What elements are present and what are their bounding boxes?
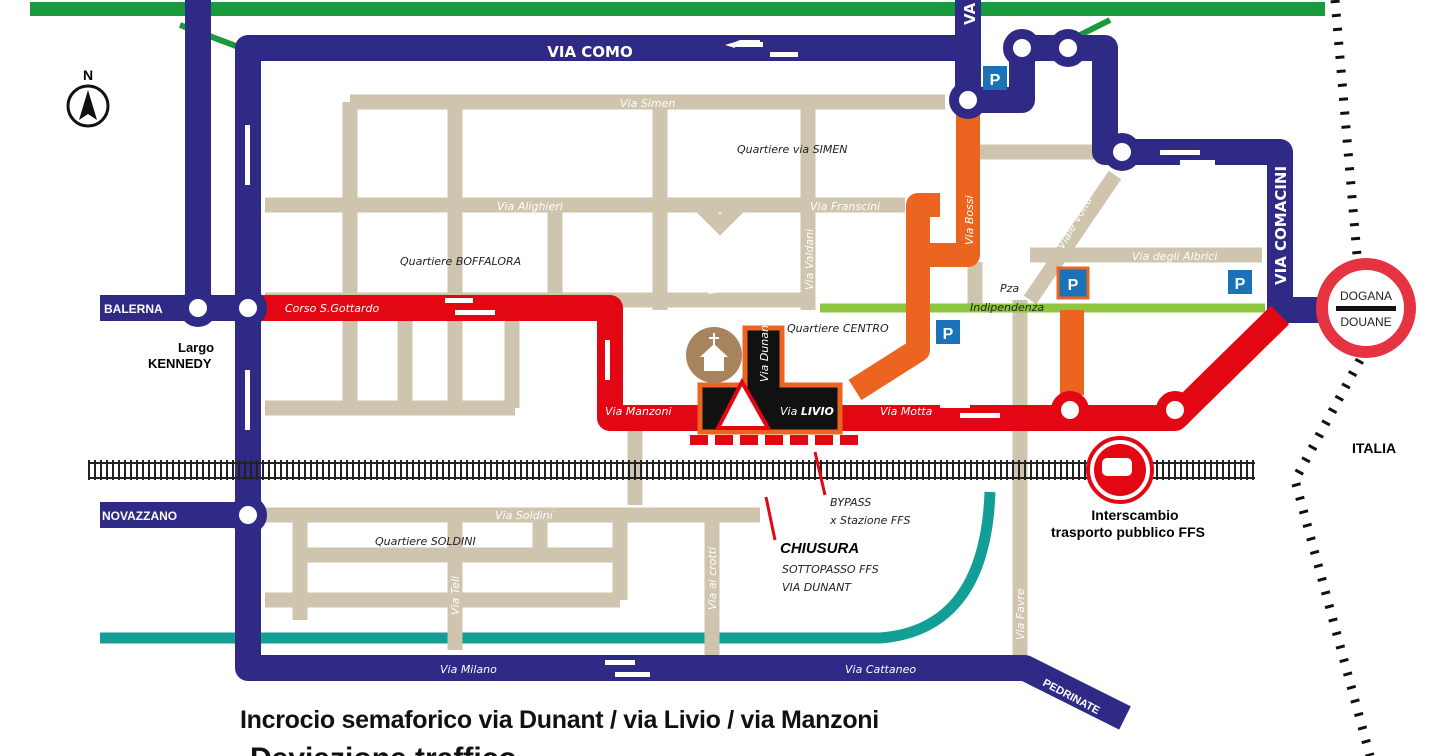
north-compass-icon: N: [66, 67, 110, 128]
roadwork-warning-icon: [714, 377, 772, 430]
map-title: Incrocio semaforico via Dunant / via Liv…: [240, 706, 879, 734]
svg-text:Corso S.Gottardo: Corso S.Gottardo: [285, 302, 379, 315]
svg-text:Via Dunant: Via Dunant: [758, 320, 771, 382]
two-way-arrows: [245, 40, 1215, 677]
teal-line: [100, 491, 996, 644]
svg-text:Quartiere BOFFALORA: Quartiere BOFFALORA: [400, 255, 521, 268]
svg-text:Largo: Largo: [178, 340, 214, 355]
svg-text:N: N: [83, 67, 93, 83]
orange-roads: [848, 110, 1084, 401]
svg-text:Indipendenza: Indipendenza: [970, 301, 1044, 314]
church-icon: [686, 327, 742, 383]
construction-zone: [697, 325, 843, 435]
svg-text:Via Milano: Via Milano: [440, 663, 497, 676]
svg-text:Pza: Pza: [1000, 282, 1019, 295]
svg-text:Via Favre: Via Favre: [1014, 588, 1027, 640]
svg-text:P: P: [1068, 277, 1079, 294]
border-line: [1290, 0, 1375, 756]
svg-text:NOVAZZANO: NOVAZZANO: [102, 509, 177, 523]
train-station-icon: [1086, 436, 1154, 504]
svg-text:CHIUSURA: CHIUSURA: [780, 540, 859, 557]
svg-text:DOGANA: DOGANA: [1340, 289, 1392, 303]
svg-text:Quartiere SOLDINI: Quartiere SOLDINI: [375, 535, 476, 548]
svg-text:KENNEDY: KENNEDY: [148, 356, 212, 371]
svg-text:VA: VA: [961, 2, 979, 25]
svg-text:Via Cattaneo: Via Cattaneo: [845, 663, 916, 676]
svg-text:Via Valdani: Via Valdani: [803, 229, 816, 290]
svg-text:x Stazione FFS: x Stazione FFS: [829, 514, 910, 527]
svg-text:VIA DUNANT: VIA DUNANT: [782, 581, 852, 594]
svg-text:Via Alighieri: Via Alighieri: [497, 200, 563, 213]
svg-text:DOUANE: DOUANE: [1340, 315, 1391, 329]
svg-text:SOTTOPASSO FFS: SOTTOPASSO FFS: [782, 563, 879, 576]
svg-text:Via degli Albrici: Via degli Albrici: [1132, 250, 1217, 263]
pointer-arrows: [764, 451, 827, 541]
customs-sign: DOGANA DOUANE: [1316, 258, 1416, 358]
svg-text:P: P: [943, 326, 954, 343]
svg-text:P: P: [1235, 276, 1246, 293]
map-subtitle: Deviazione traffico: [250, 742, 517, 756]
svg-text:Quartiere CENTRO: Quartiere CENTRO: [787, 322, 889, 335]
svg-text:VIA COMO: VIA COMO: [547, 43, 632, 61]
svg-text:BALERNA: BALERNA: [104, 302, 163, 316]
svg-text:Via Manzoni: Via Manzoni: [605, 405, 672, 418]
svg-text:Via ai crotti: Via ai crotti: [706, 547, 719, 610]
svg-text:Via Vela: Via Vela: [706, 250, 719, 295]
svg-text:Via Simen: Via Simen: [620, 97, 675, 110]
svg-text:Via Bossi: Via Bossi: [963, 195, 976, 245]
svg-text:Via Teli: Via Teli: [449, 576, 462, 615]
svg-text:BYPASS: BYPASS: [830, 496, 871, 509]
svg-text:Via Franscini: Via Franscini: [810, 200, 880, 213]
svg-text:Quartiere via SIMEN: Quartiere via SIMEN: [737, 143, 848, 156]
svg-text:P: P: [990, 72, 1001, 89]
svg-text:VIA COMACINI: VIA COMACINI: [1272, 166, 1290, 285]
svg-text:ITALIA: ITALIA: [1352, 440, 1396, 456]
svg-text:Interscambio: Interscambio: [1091, 507, 1178, 523]
svg-text:Via LIVIO: Via LIVIO: [780, 405, 834, 418]
parking-icons: P P P P: [936, 66, 1252, 344]
svg-text:Via Motta: Via Motta: [880, 405, 933, 418]
railway: [88, 460, 1255, 480]
roundabouts: [179, 29, 1194, 534]
svg-text:trasporto pubblico FFS: trasporto pubblico FFS: [1051, 524, 1205, 540]
svg-text:Via Soldini: Via Soldini: [495, 509, 553, 522]
